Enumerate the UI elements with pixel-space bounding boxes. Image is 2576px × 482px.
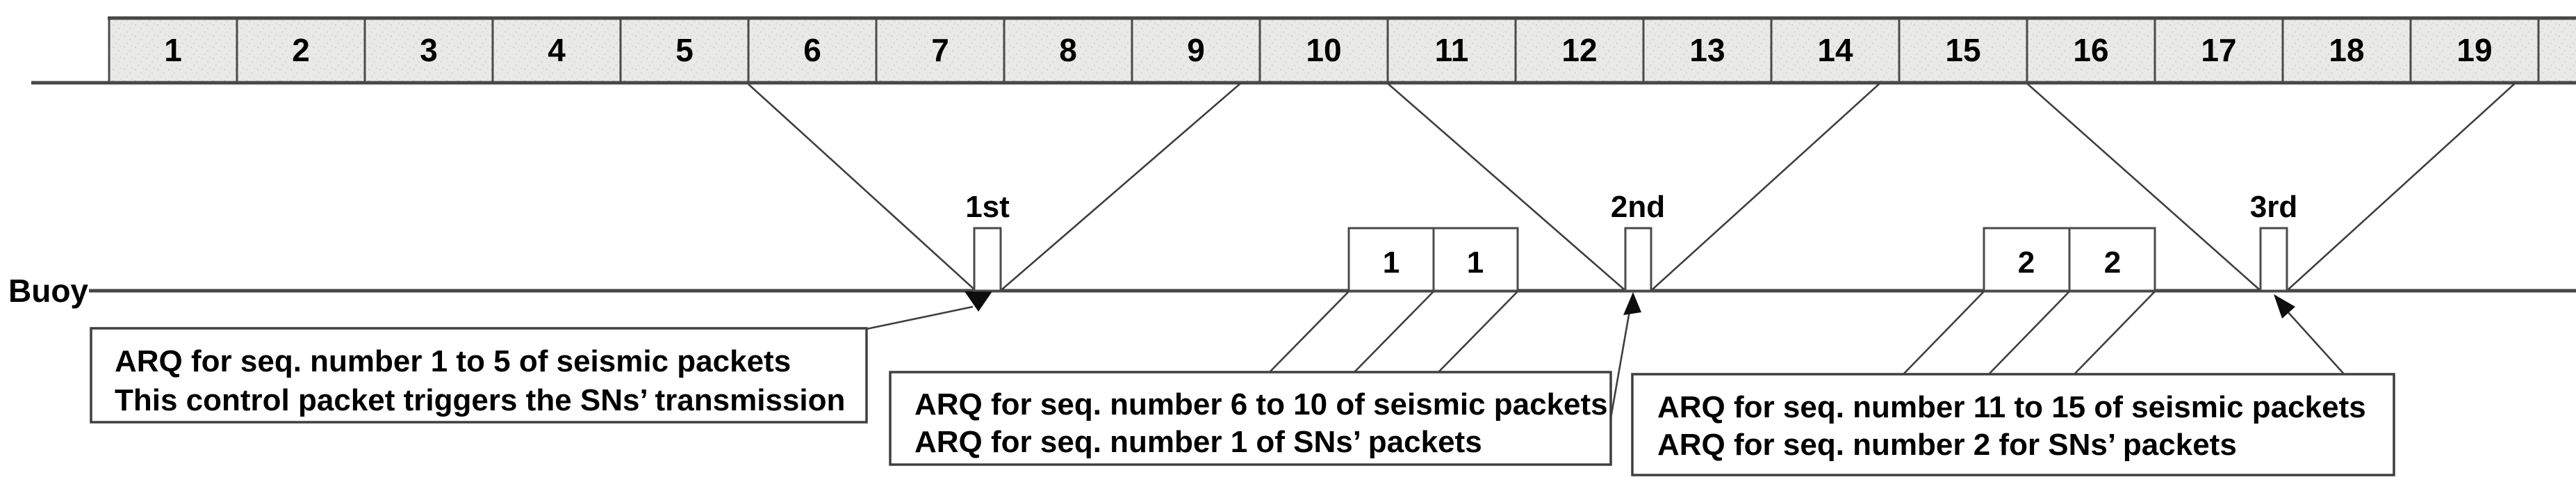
sn-packet-box-2a xyxy=(1983,227,2071,292)
arrival-arrowhead-1st xyxy=(965,291,992,312)
sn-packet-box-2b xyxy=(2068,227,2156,292)
slot-label-1: 1 xyxy=(164,32,182,68)
annotation-box-1-line1: ARQ for seq. number 1 to 5 of seismic pa… xyxy=(115,344,791,378)
annotation-box-1: ARQ for seq. number 1 to 5 of seismic pa… xyxy=(90,327,868,424)
annotation-box-2-line2: ARQ for seq. number 1 of SNs’ packets xyxy=(914,425,1482,459)
slot-label-14: 14 xyxy=(1817,32,1853,68)
sn-packet-label-1b: 1 xyxy=(1467,246,1484,280)
hatch-line-pair2-middle xyxy=(1988,291,2070,375)
hatch-line-pair1-middle xyxy=(1354,291,1434,373)
slot-label-9: 9 xyxy=(1187,32,1205,68)
timeline-slot-partial xyxy=(2537,16,2576,84)
slot-label-12: 12 xyxy=(1561,32,1597,68)
callout-leader-2 xyxy=(1609,298,1633,419)
propagation-line-arq2-to-sn xyxy=(1652,83,1880,290)
propagation-line-arq3-to-sn xyxy=(2288,83,2516,290)
arq-marker-label-3rd: 3rd xyxy=(2250,190,2297,224)
buoy-label: Buoy xyxy=(8,273,88,309)
arq-marker-2nd: 2nd xyxy=(1611,190,1665,292)
sn-packet-label-2b: 2 xyxy=(2104,246,2121,280)
annotation-box-2: ARQ for seq. number 6 to 10 of seismic p… xyxy=(889,371,1612,466)
arq-marker-box-1st xyxy=(973,227,1002,292)
slot-label-3: 3 xyxy=(420,32,438,68)
timeline-slot-8: 8 xyxy=(1003,16,1133,84)
seismic-packet-timeline: 1 2 3 4 5 6 7 8 9 10 11 12 13 14 15 16 1… xyxy=(31,16,2576,85)
timeline-slot-18: 18 xyxy=(2281,16,2412,84)
timeline-slot-19: 19 xyxy=(2409,16,2540,84)
slot-label-17: 17 xyxy=(2201,32,2236,68)
slot-label-8: 8 xyxy=(1059,32,1077,68)
slot-label-11: 11 xyxy=(1435,32,1469,68)
callout-arrowhead-2 xyxy=(1623,292,1641,315)
timeline-slot-17: 17 xyxy=(2153,16,2284,84)
arq-marker-box-3rd xyxy=(2259,227,2288,292)
sn-packet-label-2a: 2 xyxy=(2018,246,2035,280)
slot-label-4: 4 xyxy=(548,32,566,68)
timeline-slot-5: 5 xyxy=(619,16,750,84)
timeline-slot-14: 14 xyxy=(1770,16,1901,84)
callout-leader-1 xyxy=(866,305,974,330)
annotation-box-3: ARQ for seq. number 11 to 15 of seismic … xyxy=(1631,373,2395,476)
sn-packet-box-1a xyxy=(1347,227,1435,292)
hatch-line-pair2-left xyxy=(1903,291,1985,375)
arq-marker-3rd: 3rd xyxy=(2250,190,2297,292)
annotation-box-3-line1: ARQ for seq. number 11 to 15 of seismic … xyxy=(1657,390,2366,424)
timeline-slot-3: 3 xyxy=(363,16,494,84)
timeline-slot-10: 10 xyxy=(1258,16,1389,84)
slot-label-2: 2 xyxy=(292,32,310,68)
annotation-box-1-line2: This control packet triggers the SNs’ tr… xyxy=(115,383,845,417)
slot-label-5: 5 xyxy=(675,32,694,68)
arq-marker-label-2nd: 2nd xyxy=(1611,190,1665,224)
timeline-slot-7: 7 xyxy=(875,16,1006,84)
propagation-line-packets-6-10-arrival xyxy=(1387,83,1625,290)
propagation-line-arq1-to-sn xyxy=(1001,83,1241,290)
arq-marker-1st: 1st xyxy=(965,190,1010,292)
annotation-box-3-line2: ARQ for seq. number 2 for SNs’ packets xyxy=(1657,428,2237,462)
arq-marker-box-2nd xyxy=(1624,227,1652,292)
slot-label-16: 16 xyxy=(2073,32,2108,68)
slot-label-18: 18 xyxy=(2329,32,2364,68)
timeline-slot-15: 15 xyxy=(1898,16,2028,84)
hatch-line-pair1-right xyxy=(1438,291,1518,373)
timeline-slot-4: 4 xyxy=(491,16,622,84)
slot-label-15: 15 xyxy=(1945,32,1980,68)
hatch-line-pair2-right xyxy=(2074,291,2156,375)
slot-label-10: 10 xyxy=(1306,32,1341,68)
callout-arrowhead-3 xyxy=(2274,294,2295,319)
timeline-slot-12: 12 xyxy=(1514,16,1645,84)
propagation-line-packets-11-15-arrival xyxy=(2026,83,2260,290)
slot-label-6: 6 xyxy=(803,32,821,68)
sn-packet-box-1b xyxy=(1432,227,1519,292)
timeline-slot-16: 16 xyxy=(2026,16,2156,84)
slot-label-13: 13 xyxy=(1689,32,1725,68)
sn-packet-label-1a: 1 xyxy=(1383,246,1400,280)
timeline-slot-9: 9 xyxy=(1131,16,1261,84)
timeline-slot-11: 11 xyxy=(1386,16,1517,84)
slot-label-19: 19 xyxy=(2456,32,2492,68)
sn-packet-pair-2: 2 2 xyxy=(1983,227,2156,292)
timeline-slot-1: 1 xyxy=(108,16,238,84)
annotation-box-2-line1: ARQ for seq. number 6 to 10 of seismic p… xyxy=(914,387,1608,421)
timeline-slot-13: 13 xyxy=(1642,16,1773,84)
timeline-slot-6: 6 xyxy=(747,16,878,84)
slot-label-7: 7 xyxy=(931,32,949,68)
timeline-slot-2: 2 xyxy=(236,16,366,84)
propagation-line-packets-1-5-arrival xyxy=(748,83,975,290)
hatch-line-pair1-left xyxy=(1269,291,1349,373)
arq-marker-label-1st: 1st xyxy=(965,190,1010,224)
sn-packet-pair-1: 1 1 xyxy=(1347,227,1519,292)
